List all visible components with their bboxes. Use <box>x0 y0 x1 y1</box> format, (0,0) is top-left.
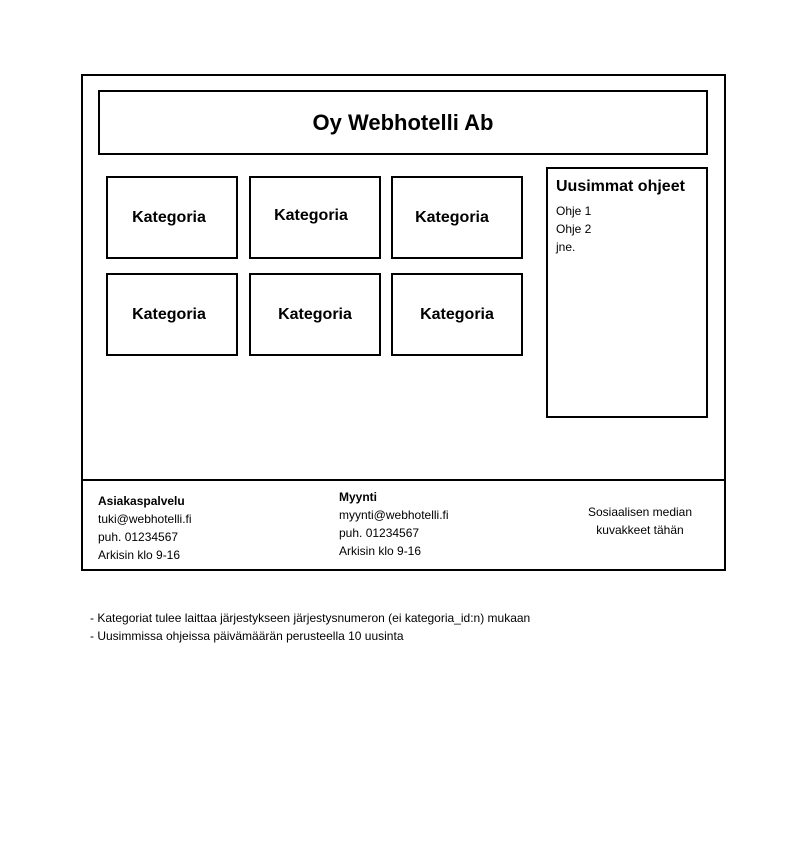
guide-more: jne. <box>556 240 576 254</box>
site-header: Oy Webhotelli Ab <box>98 90 708 155</box>
category-tile[interactable]: Kategoria <box>249 273 381 356</box>
category-tile[interactable]: Kategoria <box>391 273 523 356</box>
note-item: - Uusimmissa ohjeissa päivämäärän perust… <box>90 629 404 643</box>
sales-info: Myynti myynti@webhotelli.fi puh. 0123456… <box>339 488 449 560</box>
customer-service-info: Asiakaspalvelu tuki@webhotelli.fi puh. 0… <box>98 492 192 564</box>
customer-service-phone: puh. 01234567 <box>98 530 179 544</box>
category-label: Kategoria <box>274 206 348 224</box>
sales-phone: puh. 01234567 <box>339 526 420 540</box>
customer-service-title: Asiakaspalvelu <box>98 494 185 508</box>
category-label: Kategoria <box>278 305 352 323</box>
customer-service-hours: Arkisin klo 9-16 <box>98 548 181 562</box>
newest-guides-panel: Uusimmat ohjeet Ohje 1 Ohje 2 jne. <box>546 167 708 418</box>
social-line-1: Sosiaalisen median <box>587 505 693 519</box>
site-title: Oy Webhotelli Ab <box>312 109 494 135</box>
category-label: Kategoria <box>415 208 489 226</box>
guide-link[interactable]: Ohje 2 <box>556 222 592 236</box>
customer-service-email[interactable]: tuki@webhotelli.fi <box>98 512 192 526</box>
category-tile[interactable]: Kategoria <box>106 273 238 356</box>
sales-email[interactable]: myynti@webhotelli.fi <box>339 508 449 522</box>
sales-title: Myynti <box>339 490 378 504</box>
category-label: Kategoria <box>132 208 206 226</box>
category-label: Kategoria <box>132 305 206 323</box>
category-label: Kategoria <box>420 305 494 323</box>
sales-hours: Arkisin klo 9-16 <box>339 544 422 558</box>
category-tile[interactable]: Kategoria <box>391 176 523 259</box>
note-item: - Kategoriat tulee laittaa järjestykseen… <box>90 611 531 625</box>
guide-link[interactable]: Ohje 1 <box>556 204 592 218</box>
footer-divider <box>81 479 726 481</box>
category-tile[interactable]: Kategoria <box>106 176 238 259</box>
requirements-notes: - Kategoriat tulee laittaa järjestykseen… <box>90 609 530 645</box>
social-line-2: kuvakkeet tähän <box>596 523 684 537</box>
category-tile[interactable]: Kategoria <box>249 176 381 259</box>
social-media-placeholder: Sosiaalisen median kuvakkeet tähän <box>570 503 710 539</box>
newest-guides-title: Uusimmat ohjeet <box>556 178 685 195</box>
